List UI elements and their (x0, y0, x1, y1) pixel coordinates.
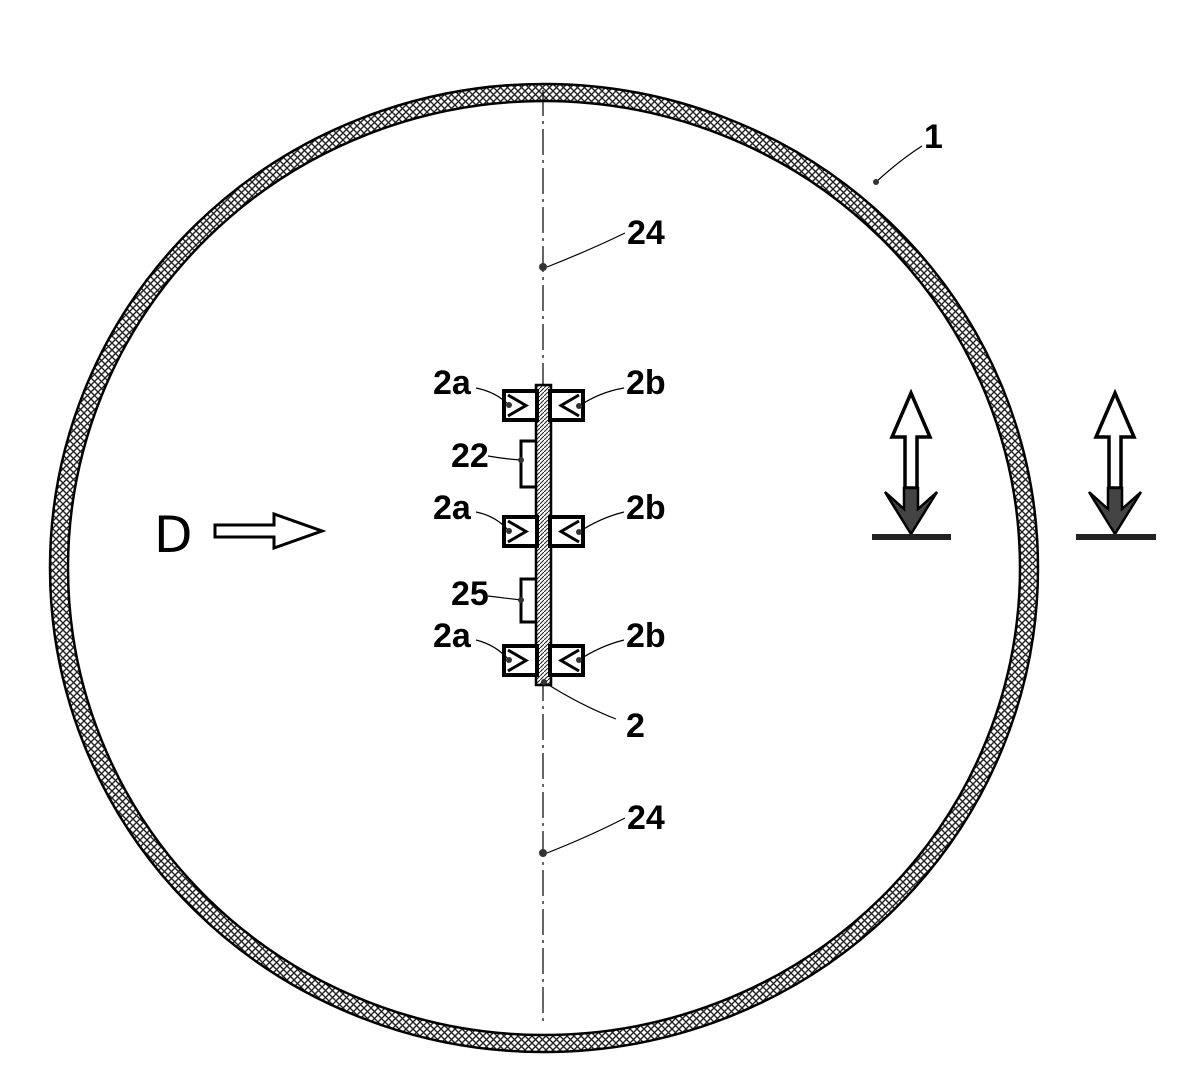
up-down-arrow-on-base-icon (1076, 393, 1156, 540)
label-right-top-roller: 2b (626, 364, 666, 402)
label-left-mid-roller: 2a (433, 489, 472, 527)
label-view-direction: D (154, 506, 193, 564)
label-upper-bracket: 22 (451, 437, 489, 475)
lower-axis-point (539, 849, 547, 857)
label-lower-bracket: 25 (451, 575, 489, 613)
hollow-right-arrow-icon (215, 514, 322, 548)
orientation-mark-outer (1076, 393, 1156, 540)
up-down-arrow-on-base-icon (872, 393, 951, 540)
upper-axis-point (539, 263, 547, 271)
upper-bracket (521, 441, 536, 487)
label-pipe: 1 (924, 118, 943, 156)
label-plate: 2 (626, 707, 645, 745)
label-right-bottom-roller: 2b (626, 617, 666, 655)
label-right-mid-roller: 2b (626, 489, 666, 527)
label-upper-axis-point: 24 (627, 214, 665, 252)
label-lower-axis-point: 24 (627, 799, 665, 837)
label-left-bottom-roller: 2a (433, 617, 472, 655)
orientation-mark-inner (872, 393, 951, 540)
label-left-top-roller: 2a (433, 364, 472, 402)
